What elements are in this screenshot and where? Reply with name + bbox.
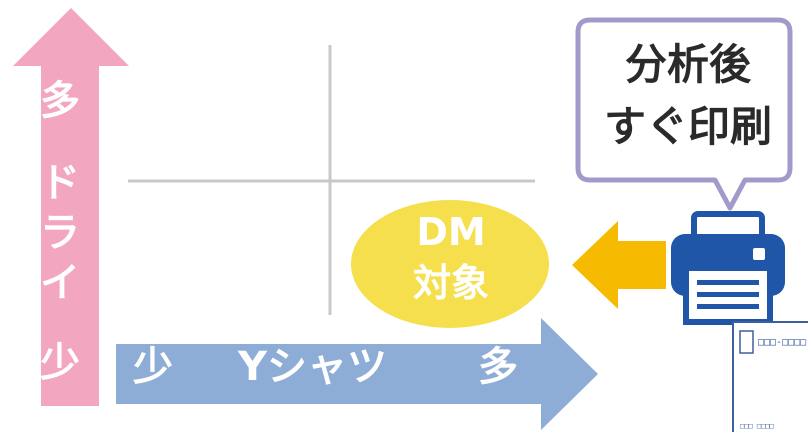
- y-axis-title-char-3: イ: [40, 260, 80, 306]
- y-axis-title-char-2: ラ: [40, 210, 80, 256]
- dm-label-line2: 対象: [412, 261, 489, 305]
- printer-icon: [671, 211, 785, 325]
- up-arrow-icon: [13, 8, 129, 406]
- x-axis-low-label: 少: [133, 344, 173, 390]
- speech-bubble-line1: 分析後: [624, 40, 751, 89]
- x-axis-high-label: 多: [478, 344, 518, 390]
- postcard-icon: □□□-□□□□ □□□ □□□□: [732, 321, 808, 432]
- dm-target-circle: [351, 200, 549, 328]
- speech-bubble-line2: すぐ印刷: [603, 102, 772, 151]
- y-axis-high-label: 多: [40, 78, 80, 124]
- postcard-address-text: □□□-□□□□: [758, 337, 806, 348]
- y-axis-title-char-1: ド: [40, 160, 80, 206]
- right-arrow-icon: [116, 318, 598, 430]
- x-axis-title: Yシャツ: [238, 344, 387, 390]
- y-axis-low-label: 少: [40, 340, 80, 386]
- left-arrow-icon: [572, 221, 666, 309]
- postcard-footer-text: □□□ □□□□: [740, 422, 774, 430]
- dm-label-line1: DM: [416, 210, 486, 254]
- speech-bubble: [575, 17, 793, 211]
